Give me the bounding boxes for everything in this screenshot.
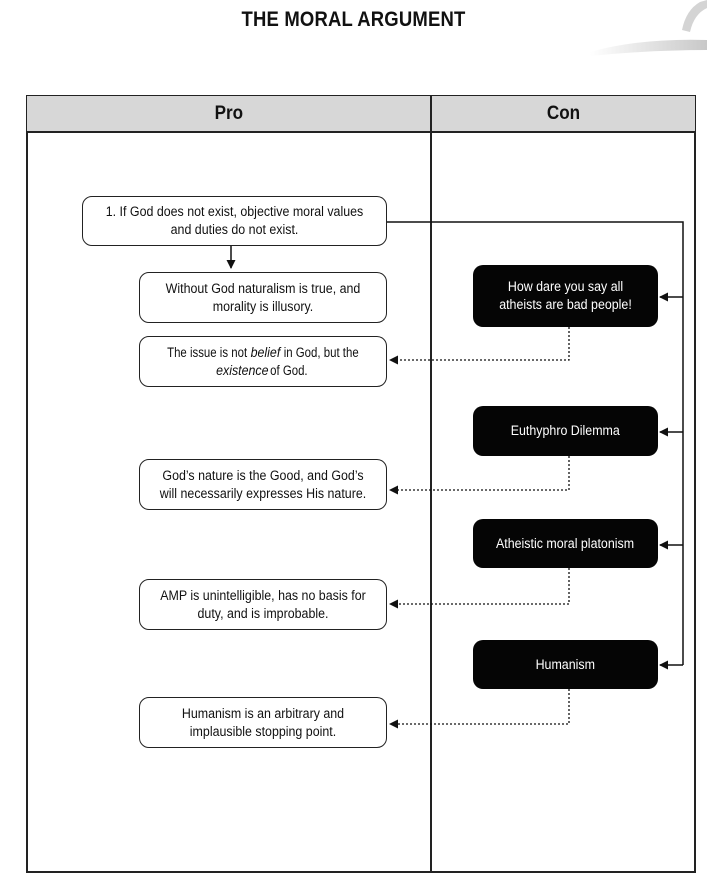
euthyphro-dilemma-box: Euthyphro Dilemma	[473, 406, 658, 456]
page-title: THE MORAL ARGUMENT	[241, 8, 466, 31]
euthyphro-to-nature-dotted	[396, 456, 570, 491]
howdare-to-issue-dotted	[396, 327, 570, 361]
premise-1-box: 1. If God does not exist, objective mora…	[82, 196, 387, 246]
column-divider	[430, 96, 432, 872]
con-column-header: Con	[431, 96, 695, 133]
platonism-to-amp-dotted	[396, 568, 570, 605]
humanism-reply-box: Humanism is an arbitrary and implausible…	[139, 697, 387, 748]
moral-platonism-box: Atheistic moral platonism	[473, 519, 658, 568]
gods-nature-box: God’s nature is the Good, and God’s will…	[139, 459, 387, 510]
naturalism-box: Without God naturalism is true, and mora…	[139, 272, 387, 323]
decorative-swoosh	[590, 0, 707, 56]
pro-column-header: Pro	[27, 96, 431, 133]
amp-reply-box: AMP is unintelligible, has no basis for …	[139, 579, 387, 630]
how-dare-objection-box: How dare you say all atheists are bad pe…	[473, 265, 658, 327]
humanism-box: Humanism	[473, 640, 658, 689]
humanism-to-reply-dotted	[396, 689, 570, 725]
issue-existence-box: The issue is not belief in God, but the …	[139, 336, 387, 387]
premise-to-con-trunk	[387, 221, 684, 665]
